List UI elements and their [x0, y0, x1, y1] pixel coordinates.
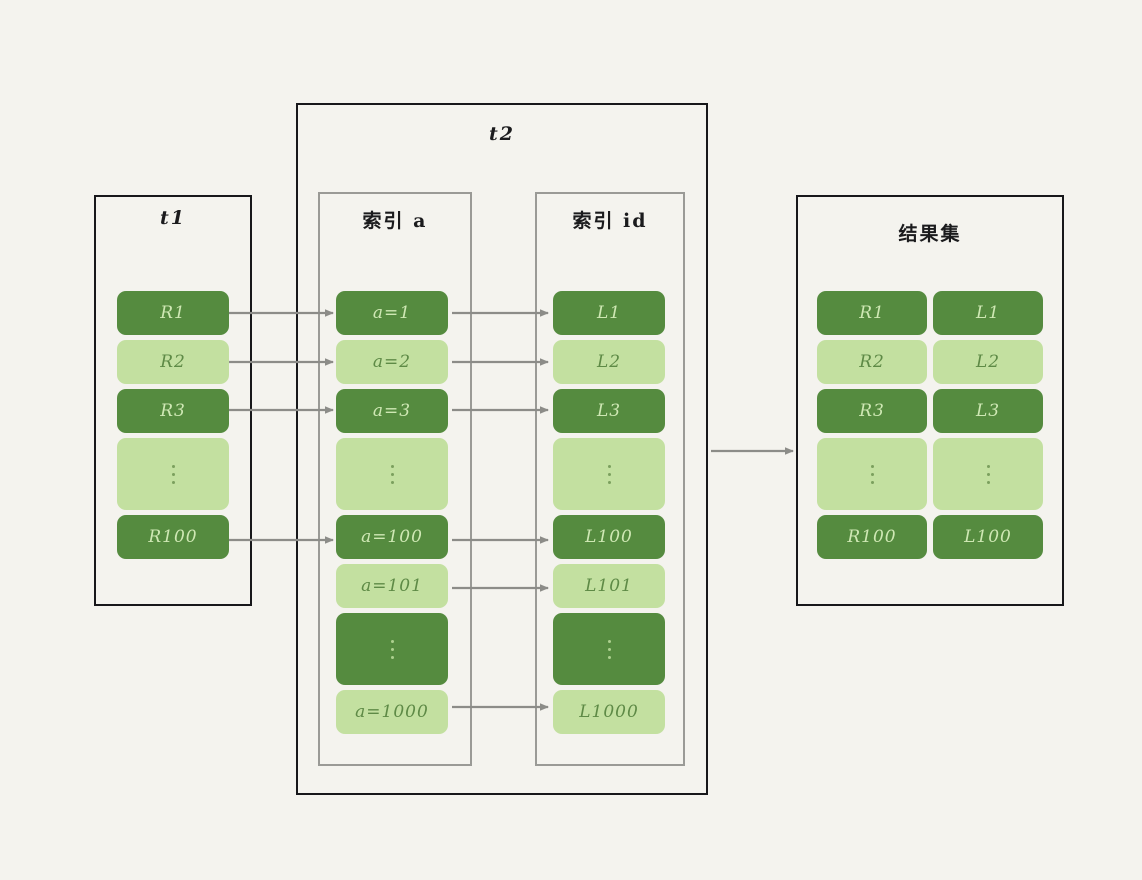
- t1-cell-row-1-label: R2: [160, 352, 186, 372]
- t1-cell-row-2-label: R3: [160, 401, 186, 421]
- result-cell-row-0-right-label: L1: [975, 303, 1001, 323]
- panel-t1-title: t1: [160, 207, 186, 229]
- result-cell-row-4-right[interactable]: L100: [933, 515, 1043, 559]
- vertical-ellipsis-icon: [171, 464, 175, 484]
- result-cell-row-1-left[interactable]: R2: [817, 340, 927, 384]
- vertical-ellipsis-icon: [607, 464, 611, 484]
- index-id-cell-row-3[interactable]: [553, 438, 665, 510]
- index-a-cell-row-2-label: a=3: [372, 401, 412, 421]
- index-id-cell-row-4[interactable]: L100: [553, 515, 665, 559]
- result-cell-row-2-right[interactable]: L3: [933, 389, 1043, 433]
- panel-index-id-title: 索引 id: [572, 210, 648, 232]
- t1-cell-row-0[interactable]: R1: [117, 291, 229, 335]
- index-id-cell-row-5-label: L101: [585, 576, 633, 596]
- index-a-cell-row-0-label: a=1: [372, 303, 412, 323]
- t1-cell-row-0-label: R1: [160, 303, 186, 323]
- result-cell-row-0-left[interactable]: R1: [817, 291, 927, 335]
- index-a-cell-row-5-label: a=101: [361, 576, 423, 596]
- index-id-cell-row-2[interactable]: L3: [553, 389, 665, 433]
- index-id-cell-row-6[interactable]: [553, 613, 665, 685]
- result-cell-row-1-right[interactable]: L2: [933, 340, 1043, 384]
- index-a-cell-row-1-label: a=2: [372, 352, 412, 372]
- index-id-cell-row-1[interactable]: L2: [553, 340, 665, 384]
- index-a-cell-row-4[interactable]: a=100: [336, 515, 448, 559]
- index-a-cell-row-4-label: a=100: [361, 527, 423, 547]
- result-cell-row-4-left[interactable]: R100: [817, 515, 927, 559]
- index-a-cell-row-7[interactable]: a=1000: [336, 690, 448, 734]
- index-id-cell-row-0-label: L1: [596, 303, 622, 323]
- index-id-cell-row-0[interactable]: L1: [553, 291, 665, 335]
- index-id-cell-row-4-label: L100: [585, 527, 633, 547]
- t1-cell-row-3[interactable]: [117, 438, 229, 510]
- result-cell-row-4-left-label: R100: [847, 527, 897, 547]
- index-id-cell-row-1-label: L2: [596, 352, 622, 372]
- index-id-cell-row-2-label: L3: [596, 401, 622, 421]
- result-cell-row-1-right-label: L2: [975, 352, 1001, 372]
- panel-t2-title: t2: [489, 123, 515, 145]
- index-a-cell-row-1[interactable]: a=2: [336, 340, 448, 384]
- index-a-cell-row-6[interactable]: [336, 613, 448, 685]
- result-cell-row-2-right-label: L3: [975, 401, 1001, 421]
- vertical-ellipsis-icon: [607, 639, 611, 659]
- index-id-cell-row-5[interactable]: L101: [553, 564, 665, 608]
- result-cell-row-0-left-label: R1: [859, 303, 885, 323]
- index-a-cell-row-7-label: a=1000: [355, 702, 429, 722]
- vertical-ellipsis-icon: [390, 464, 394, 484]
- index-a-cell-row-0[interactable]: a=1: [336, 291, 448, 335]
- index-id-cell-row-7-label: L1000: [579, 702, 639, 722]
- result-cell-row-3-right[interactable]: [933, 438, 1043, 510]
- result-cell-row-4-right-label: L100: [964, 527, 1012, 547]
- index-a-cell-row-2[interactable]: a=3: [336, 389, 448, 433]
- t1-cell-row-2[interactable]: R3: [117, 389, 229, 433]
- result-cell-row-1-left-label: R2: [859, 352, 885, 372]
- t1-cell-row-4[interactable]: R100: [117, 515, 229, 559]
- vertical-ellipsis-icon: [870, 464, 874, 484]
- result-cell-row-2-left[interactable]: R3: [817, 389, 927, 433]
- vertical-ellipsis-icon: [986, 464, 990, 484]
- panel-result-set-title: 结果集: [898, 223, 962, 245]
- index-a-cell-row-5[interactable]: a=101: [336, 564, 448, 608]
- result-cell-row-3-left[interactable]: [817, 438, 927, 510]
- t1-cell-row-4-label: R100: [148, 527, 198, 547]
- result-cell-row-0-right[interactable]: L1: [933, 291, 1043, 335]
- vertical-ellipsis-icon: [390, 639, 394, 659]
- t1-cell-row-1[interactable]: R2: [117, 340, 229, 384]
- result-cell-row-2-left-label: R3: [859, 401, 885, 421]
- index-a-cell-row-3[interactable]: [336, 438, 448, 510]
- panel-index-a-title: 索引 a: [362, 210, 428, 232]
- index-id-cell-row-7[interactable]: L1000: [553, 690, 665, 734]
